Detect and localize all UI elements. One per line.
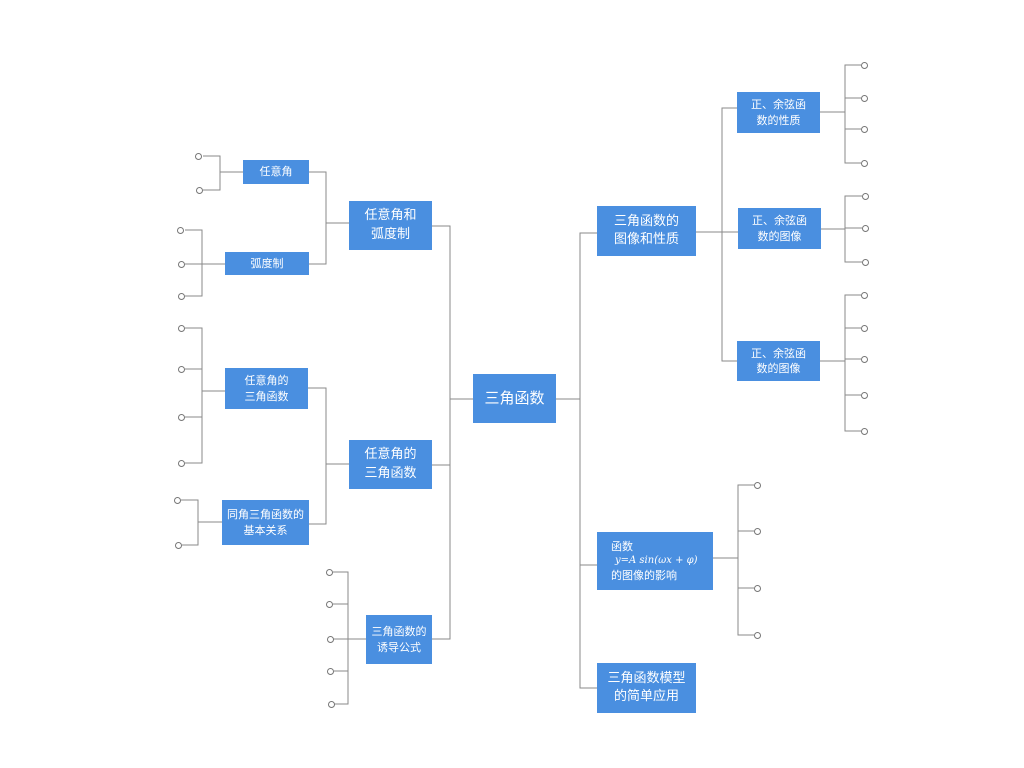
node-sin-cos-properties[interactable]: 正、余弦函 数的性质 xyxy=(737,92,820,133)
node-line: 函数 xyxy=(611,539,633,553)
leaf-circle[interactable] xyxy=(174,497,181,504)
node-line: 的简单应用 xyxy=(613,689,679,704)
node-line: 任意角 xyxy=(259,165,293,179)
leaf-circle[interactable] xyxy=(862,193,869,200)
leaf-circle[interactable] xyxy=(178,325,185,332)
connector xyxy=(844,294,861,432)
node-line: 的图像的影响 xyxy=(611,569,677,582)
connector xyxy=(308,464,327,525)
node-line: 正、余弦函 xyxy=(751,346,806,360)
leaf-circle[interactable] xyxy=(327,668,334,675)
node-graph-and-properties[interactable]: 三角函数的 图像和性质 xyxy=(597,206,696,256)
root-node[interactable]: 三角函数 xyxy=(473,374,556,423)
node-line: 三角函数的 xyxy=(613,213,679,229)
leaf-circle[interactable] xyxy=(178,261,185,268)
connector xyxy=(185,327,203,464)
node-line: 三角函数的 xyxy=(371,625,427,639)
connector xyxy=(181,499,199,546)
connector xyxy=(696,107,737,233)
node-line: 弧度制 xyxy=(370,226,410,242)
connector xyxy=(844,64,861,164)
leaf-circle[interactable] xyxy=(754,585,761,592)
node-induction-formulas[interactable]: 三角函数的 诱导公式 xyxy=(366,615,432,664)
node-line: 同角三角函数的 xyxy=(227,508,304,522)
leaf-circle[interactable] xyxy=(754,632,761,639)
leaf-circle[interactable] xyxy=(326,601,333,608)
leaf-circle[interactable] xyxy=(861,126,868,133)
leaf-circle[interactable] xyxy=(861,95,868,102)
connector xyxy=(333,571,349,705)
node-arbitrary-angle[interactable]: 任意角 xyxy=(243,160,309,184)
formula-text: y=A sin(ωx + φ) xyxy=(615,555,698,566)
node-line: 三角函数 xyxy=(364,465,417,481)
leaf-circle[interactable] xyxy=(861,62,868,69)
connector xyxy=(432,399,451,466)
node-line: 正、余弦函 xyxy=(751,98,806,112)
node-line: 任意角的 xyxy=(364,447,417,463)
connector xyxy=(579,399,597,566)
node-trig-of-any-angle-sub[interactable]: 任意角的 三角函数 xyxy=(225,368,308,409)
leaf-circle[interactable] xyxy=(861,325,868,332)
node-trig-of-any-angle[interactable]: 任意角的 三角函数 xyxy=(349,440,432,489)
connector xyxy=(309,223,327,265)
connector xyxy=(737,484,754,636)
leaf-circle[interactable] xyxy=(327,636,334,643)
node-line: 任意角和 xyxy=(364,208,417,224)
leaf-circle[interactable] xyxy=(178,366,185,373)
connector xyxy=(203,155,221,191)
node-line: 诱导公式 xyxy=(377,640,421,654)
node-same-angle-relations[interactable]: 同角三角函数的 基本关系 xyxy=(222,500,309,545)
node-line: 三角函数模型 xyxy=(607,670,686,686)
node-line: 基本关系 xyxy=(243,523,288,537)
node-sin-cos-graph-2[interactable]: 正、余弦函 数的图像 xyxy=(737,341,820,381)
leaf-circle[interactable] xyxy=(861,356,868,363)
connector xyxy=(185,229,203,297)
leaf-circle[interactable] xyxy=(754,528,761,535)
leaf-circle[interactable] xyxy=(861,392,868,399)
leaf-circle[interactable] xyxy=(862,225,869,232)
leaf-circle[interactable] xyxy=(178,414,185,421)
node-function-graph-effect[interactable]: 函数 y=A sin(ωx + φ) 的图像的影响 xyxy=(597,532,713,590)
root-label: 三角函数 xyxy=(484,389,545,407)
node-line: 数的图像 xyxy=(756,362,801,375)
leaf-circle[interactable] xyxy=(862,259,869,266)
connector xyxy=(308,387,349,465)
leaf-circle[interactable] xyxy=(754,482,761,489)
connector xyxy=(432,399,451,640)
leaf-circle[interactable] xyxy=(175,542,182,549)
node-line: 弧度制 xyxy=(250,256,284,270)
leaf-circle[interactable] xyxy=(177,227,184,234)
connector xyxy=(556,232,597,400)
leaf-circle[interactable] xyxy=(861,428,868,435)
leaf-circle[interactable] xyxy=(861,160,868,167)
leaf-circle[interactable] xyxy=(195,153,202,160)
node-arbitrary-angle-radian[interactable]: 任意角和 弧度制 xyxy=(349,201,432,250)
leaf-circle[interactable] xyxy=(178,293,185,300)
connector xyxy=(432,225,473,400)
node-line: 任意角的 xyxy=(244,374,289,388)
connector xyxy=(579,565,597,689)
node-line: 数的图像 xyxy=(757,229,802,243)
leaf-circle[interactable] xyxy=(326,569,333,576)
connector xyxy=(721,232,737,362)
leaf-circle[interactable] xyxy=(178,460,185,467)
node-line: 数的性质 xyxy=(756,113,801,127)
connector xyxy=(844,195,862,263)
node-sin-cos-graph[interactable]: 正、余弦函 数的图像 xyxy=(738,208,821,249)
connector xyxy=(309,171,349,224)
node-line: 三角函数 xyxy=(244,389,289,403)
node-line: 图像和性质 xyxy=(613,232,679,247)
node-line: 正、余弦函 xyxy=(752,214,807,228)
node-radian[interactable]: 弧度制 xyxy=(225,252,309,275)
leaf-circle[interactable] xyxy=(328,701,335,708)
node-simple-applications[interactable]: 三角函数模型 的简单应用 xyxy=(597,663,696,713)
leaf-circle[interactable] xyxy=(196,187,203,194)
leaf-circle[interactable] xyxy=(861,292,868,299)
